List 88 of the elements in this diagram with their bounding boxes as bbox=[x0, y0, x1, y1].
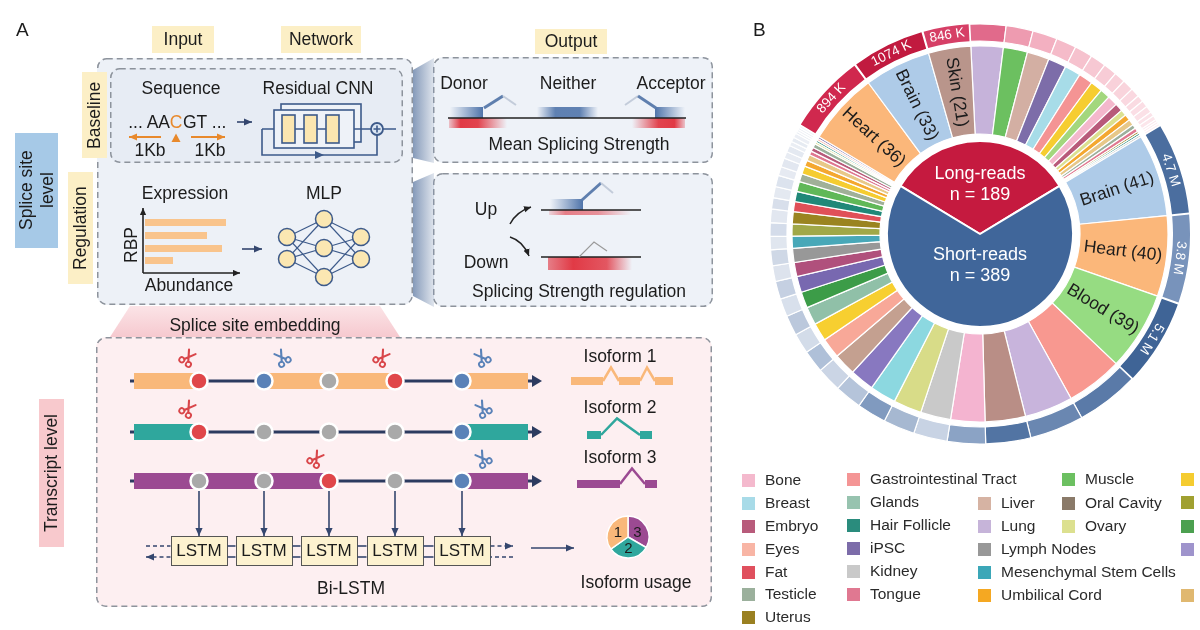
heading: Sequence bbox=[141, 78, 221, 99]
arrow bbox=[195, 490, 203, 537]
arrow bbox=[241, 245, 263, 253]
arrow bbox=[260, 490, 268, 537]
isoform-label: Isoform 1 bbox=[583, 346, 657, 367]
label: Acceptor bbox=[636, 73, 706, 94]
connector-line bbox=[422, 545, 435, 547]
dashed-panel bbox=[433, 173, 713, 307]
slice-number: 3 bbox=[633, 523, 642, 541]
legend-label: iPSC bbox=[870, 538, 906, 557]
legend-label: Ovary bbox=[1085, 516, 1127, 535]
label: Down bbox=[463, 252, 509, 273]
row-header: Splice site level bbox=[15, 133, 58, 248]
axis-label: Abundance bbox=[144, 275, 234, 296]
legend-label: Uterus bbox=[765, 607, 811, 626]
highlighted-base: C bbox=[169, 112, 183, 133]
panel-letter: A bbox=[16, 19, 29, 41]
legend-label: Fat bbox=[765, 562, 788, 581]
label: Mean Splicing Strength bbox=[488, 134, 670, 155]
connector-line bbox=[145, 545, 172, 547]
arrow bbox=[530, 544, 575, 552]
arrow bbox=[391, 490, 399, 537]
isoform-label: Isoform 2 bbox=[583, 397, 657, 418]
legend-label: Umbilical Cord bbox=[1001, 585, 1102, 604]
length-label: 1Kb bbox=[134, 140, 166, 161]
arrow bbox=[236, 118, 253, 126]
arrow bbox=[145, 553, 172, 561]
connector-line bbox=[226, 545, 237, 547]
column-header: Input bbox=[152, 26, 214, 53]
legend-label: Eyes bbox=[765, 539, 800, 558]
label: Donor bbox=[440, 73, 488, 94]
axis-label: RBP bbox=[120, 227, 142, 263]
legend-label: Kidney bbox=[870, 561, 918, 580]
column-header: Network bbox=[281, 26, 361, 53]
legend-label: Tongue bbox=[870, 584, 921, 603]
sequence-text: ... AA bbox=[128, 112, 170, 133]
legend-label: Muscle bbox=[1085, 469, 1135, 488]
legend-label: Hair Follicle bbox=[870, 515, 951, 534]
connector-line bbox=[422, 556, 435, 558]
connector-line bbox=[489, 556, 514, 558]
legend-label: Breast bbox=[765, 493, 810, 512]
connector-line bbox=[226, 556, 237, 558]
isoform-label: Isoform 3 bbox=[583, 447, 657, 468]
legend-label: Embryo bbox=[765, 516, 819, 535]
row-header: Transcript level bbox=[39, 399, 64, 547]
legend-label: Mesenchymal Stem Cells bbox=[1001, 562, 1176, 581]
label: Neither bbox=[539, 73, 597, 94]
arrow bbox=[489, 542, 514, 550]
embedding-band: Splice site embedding bbox=[110, 306, 400, 337]
slice-number: 1 bbox=[613, 523, 623, 541]
heading: MLP bbox=[306, 183, 342, 204]
lstm-block: LSTM bbox=[235, 536, 293, 566]
length-label: 1Kb bbox=[194, 140, 226, 161]
legend-label: Oral Cavity bbox=[1085, 493, 1162, 512]
caption: Bi-LSTM bbox=[316, 578, 386, 599]
label: Up bbox=[474, 199, 498, 220]
legend-label: Lymph Nodes bbox=[1001, 539, 1097, 558]
legend-label: Gastrointestinal Tract bbox=[870, 469, 1017, 488]
legend-label: Lung bbox=[1001, 516, 1036, 535]
row-header: Regulation bbox=[68, 172, 93, 284]
ring-label: 3.8 M bbox=[1171, 240, 1189, 276]
connector-line bbox=[356, 556, 368, 558]
slice-number: 2 bbox=[624, 539, 633, 557]
connector-line bbox=[291, 545, 302, 547]
dashed-panel bbox=[110, 68, 403, 163]
panel-letter: B bbox=[753, 19, 766, 41]
label: Isoform usage bbox=[580, 572, 692, 593]
projection-wedge bbox=[413, 58, 434, 163]
heading: Expression bbox=[141, 183, 229, 204]
row-header: Baseline bbox=[82, 72, 107, 158]
connector-line bbox=[356, 545, 368, 547]
lstm-block: LSTM bbox=[170, 536, 228, 566]
connector-line bbox=[291, 556, 302, 558]
legend-label: Liver bbox=[1001, 493, 1035, 512]
lstm-block: LSTM bbox=[433, 536, 491, 566]
column-header: Output bbox=[535, 29, 607, 54]
sequence-text: GT ... bbox=[183, 112, 227, 133]
heading: Residual CNN bbox=[262, 78, 374, 99]
legend-label: Testicle bbox=[765, 584, 817, 603]
dashed-panel bbox=[433, 57, 713, 163]
ring-label: 4.7 M bbox=[1159, 152, 1183, 189]
arrow bbox=[325, 490, 333, 537]
lstm-block: LSTM bbox=[300, 536, 358, 566]
legend-label: Bone bbox=[765, 470, 802, 489]
legend-label: Glands bbox=[870, 492, 920, 511]
label: Splicing Strength regulation bbox=[472, 281, 686, 302]
lstm-block: LSTM bbox=[366, 536, 424, 566]
arrow bbox=[458, 490, 466, 537]
